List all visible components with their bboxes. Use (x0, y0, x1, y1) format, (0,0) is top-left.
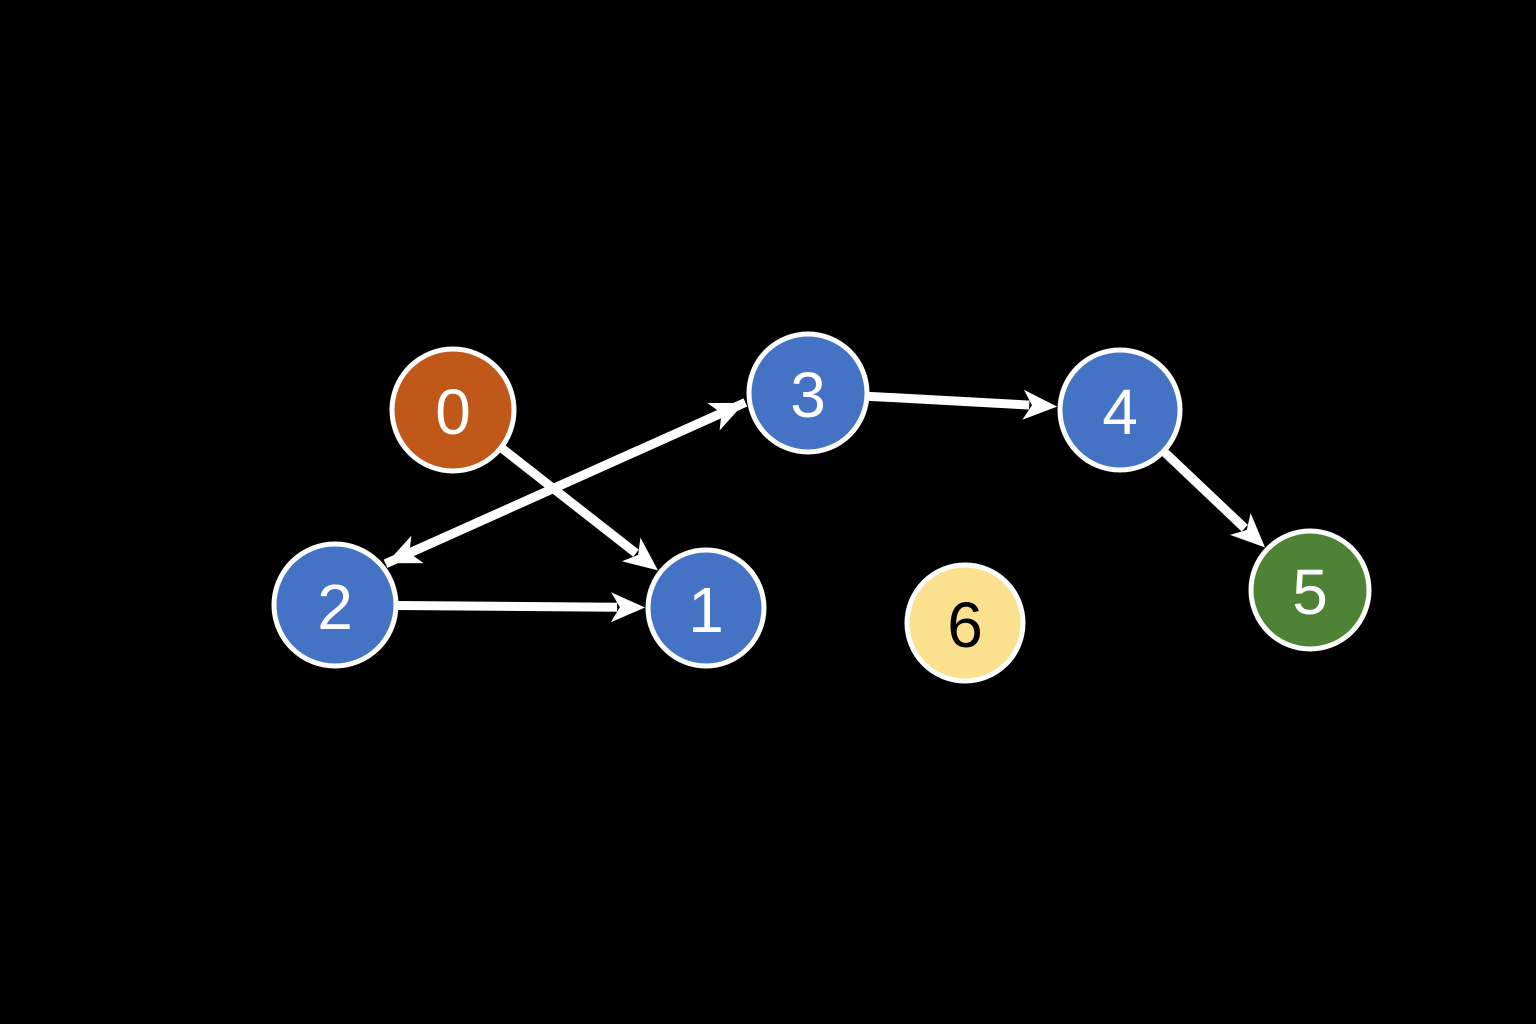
edge-layer (383, 389, 1265, 623)
graph-node-5[interactable]: 5 (1248, 528, 1372, 652)
graph-edge-3-to-4 (868, 391, 1030, 410)
node-circle-2[interactable] (271, 541, 399, 669)
node-circle-4[interactable] (1057, 347, 1183, 473)
node-circle-3[interactable] (746, 331, 870, 455)
graph-node-6[interactable]: 6 (904, 562, 1026, 684)
arrowhead-icon-3-to-2 (386, 535, 424, 564)
node-circle-1[interactable] (645, 547, 767, 669)
arrowhead-icon-2-to-1 (610, 592, 645, 623)
graph-node-3[interactable]: 3 (746, 331, 870, 455)
graph-node-2[interactable]: 2 (271, 541, 399, 669)
node-circle-5[interactable] (1248, 528, 1372, 652)
graph-edge-3-to-2 (410, 398, 748, 557)
node-circle-0[interactable] (389, 346, 517, 474)
arrowhead-icon-4-to-5 (1229, 513, 1265, 548)
graph-edge-0-to-1 (499, 445, 639, 557)
graph-edge-4-to-5 (1161, 449, 1248, 532)
arrowhead-icon-3-to-4 (1022, 389, 1058, 420)
graph-node-1[interactable]: 1 (645, 547, 767, 669)
node-circle-6[interactable] (904, 562, 1026, 684)
arrowhead-icon-0-to-1 (621, 537, 658, 571)
graph-node-0[interactable]: 0 (389, 346, 517, 474)
graph-node-4[interactable]: 4 (1057, 347, 1183, 473)
graph-edge-2-to-1 (397, 601, 618, 612)
